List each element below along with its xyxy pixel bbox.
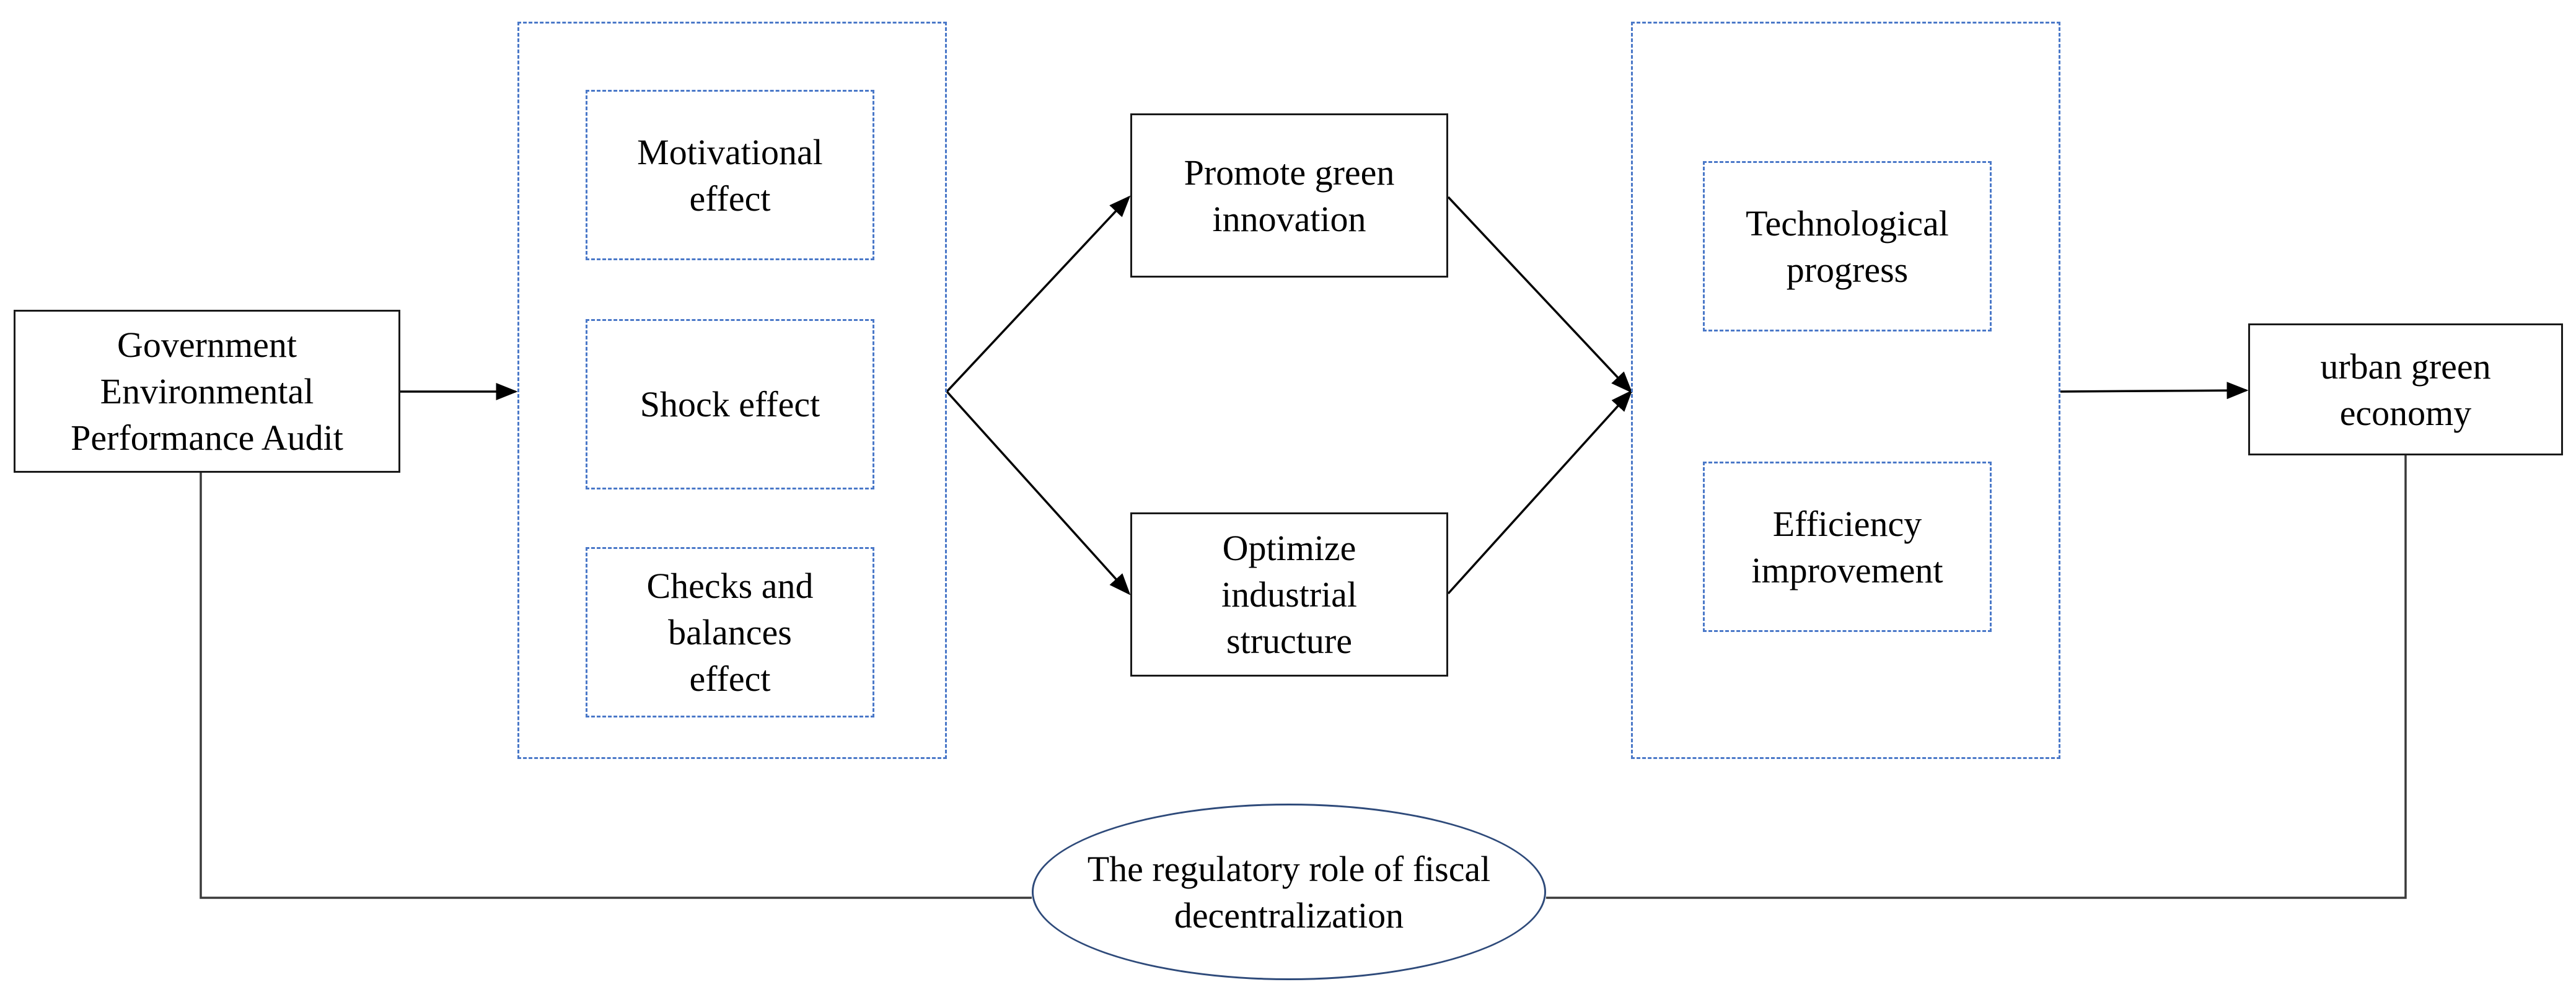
promote-green-innovation-box: Promote green innovation [1130,113,1448,278]
arrow-mechanisms-to-innovation [946,195,1131,393]
efficiency-improvement-label: Efficiency improvement [1751,503,1943,590]
arrow-industrial-to-outcomes [1447,390,1633,595]
outcomes-group [1631,22,2060,759]
checks-balances-effect-box: Checks and balances effect [586,547,874,717]
technological-progress-label: Technological progress [1746,203,1949,290]
motivational-effect-box: Motivational effect [586,90,874,260]
fiscal-decentralization-ellipse: The regulatory role of fiscal decentrali… [1032,804,1546,980]
motivational-effect-label: Motivational effect [637,131,823,219]
shock-effect-box: Shock effect [586,319,874,489]
arrow-innovation-to-outcomes [1447,196,1633,393]
technological-progress-box: Technological progress [1703,161,1992,331]
government-audit-box: Government Environmental Performance Aud… [14,310,400,473]
urban-green-economy-box: urban green economy [2248,323,2563,455]
mechanisms-group [517,22,947,759]
optimize-industrial-structure-box: Optimize industrial structure [1130,512,1448,677]
shock-effect-label: Shock effect [640,384,820,424]
arrow-outcomes-to-urban-economy [2060,382,2249,400]
checks-balances-effect-label: Checks and balances effect [646,566,814,699]
fiscal-decentralization-label: The regulatory role of fiscal decentrali… [1087,848,1491,936]
efficiency-improvement-box: Efficiency improvement [1703,462,1992,632]
promote-green-innovation-label: Promote green innovation [1184,152,1395,239]
moderation-line-left [200,473,1032,899]
moderation-line-right [1546,455,2407,899]
government-audit-label: Government Environmental Performance Aud… [71,325,343,458]
arrow-mechanisms-to-industrial [946,390,1131,595]
optimize-industrial-structure-label: Optimize industrial structure [1221,528,1358,661]
urban-green-economy-label: urban green economy [2320,346,2491,433]
